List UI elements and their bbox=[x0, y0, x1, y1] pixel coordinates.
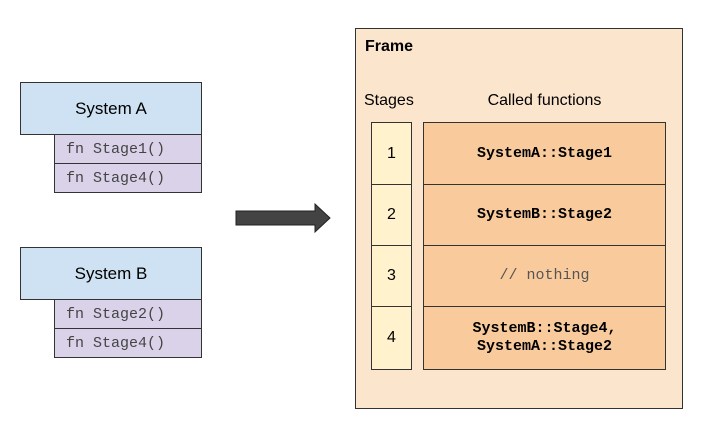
called-function-cell: SystemA::Stage1 bbox=[423, 122, 666, 185]
system-a-header: System A bbox=[20, 82, 202, 135]
stage-cell: 1 bbox=[371, 122, 412, 185]
function-label: fn Stage1() bbox=[66, 140, 166, 158]
called-function-cell: SystemB::Stage2 bbox=[423, 184, 666, 246]
called-function-text: SystemB::Stage2 bbox=[476, 206, 613, 223]
stage-number: 2 bbox=[387, 206, 396, 223]
system-b-header: System B bbox=[20, 247, 202, 300]
called-function-text: SystemB::Stage4, SystemA::Stage2 bbox=[472, 320, 617, 355]
stage-number: 3 bbox=[387, 267, 396, 284]
called-functions-column-label: Called functions bbox=[487, 92, 602, 109]
system-b-function: fn Stage4() bbox=[54, 328, 202, 358]
stage-cell: 4 bbox=[371, 306, 412, 370]
called-function-text: // nothing bbox=[499, 267, 590, 284]
function-label: fn Stage4() bbox=[66, 334, 166, 352]
called-function-text: SystemA::Stage1 bbox=[476, 144, 613, 162]
function-label: fn Stage2() bbox=[66, 305, 166, 323]
called-function-cell: // nothing bbox=[423, 245, 666, 307]
called-function-cell: SystemB::Stage4, SystemA::Stage2 bbox=[423, 306, 666, 370]
system-a-function: fn Stage1() bbox=[54, 134, 202, 164]
stage-cell: 3 bbox=[371, 245, 412, 307]
right-arrow-icon bbox=[235, 202, 331, 234]
system-a-function: fn Stage4() bbox=[54, 163, 202, 193]
system-b-function: fn Stage2() bbox=[54, 299, 202, 329]
stage-number: 4 bbox=[387, 329, 396, 346]
function-label: fn Stage4() bbox=[66, 169, 166, 187]
system-b-name: System B bbox=[74, 263, 148, 283]
stages-column-label: Stages bbox=[364, 92, 414, 109]
stage-cell: 2 bbox=[371, 184, 412, 246]
frame-title: Frame bbox=[365, 38, 414, 55]
system-a-name: System A bbox=[75, 98, 147, 118]
stage-number: 1 bbox=[387, 144, 396, 162]
